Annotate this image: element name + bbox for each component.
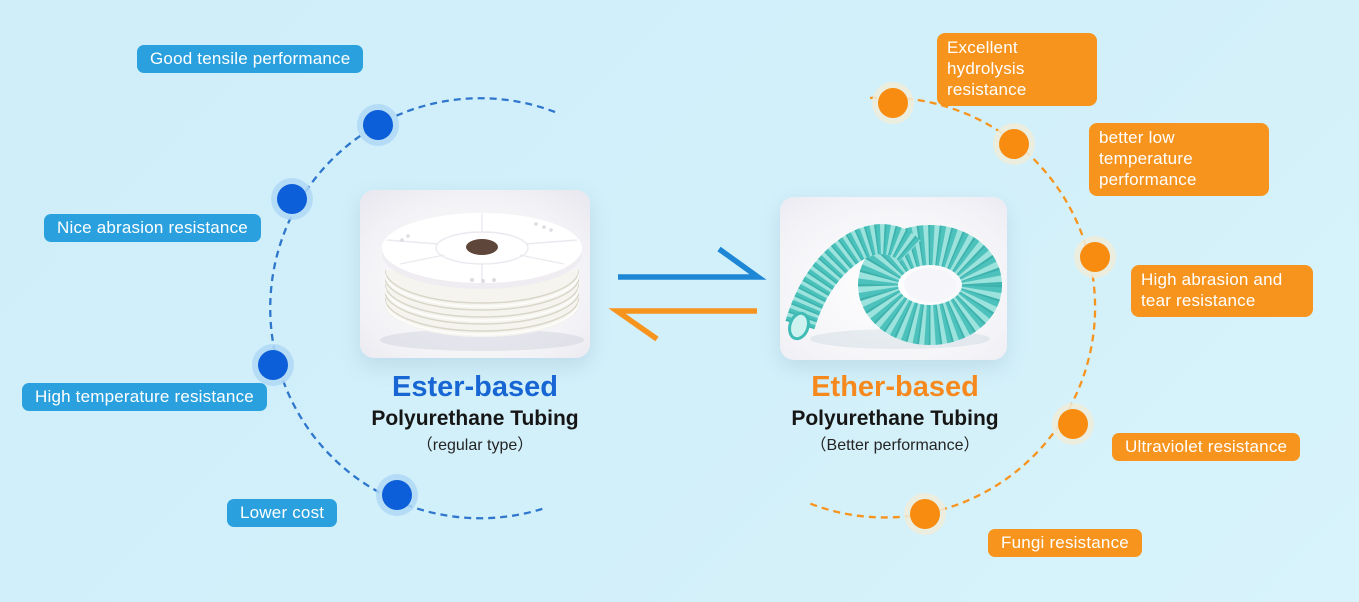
ether-title-block: Ether-based Polyurethane Tubing （Better … bbox=[775, 372, 1015, 456]
feature-label-high-temperature-resistance: High temperature resistance bbox=[22, 383, 267, 411]
dot-icon bbox=[1080, 242, 1110, 272]
dot-icon bbox=[258, 350, 288, 380]
ether-subtitle: Polyurethane Tubing bbox=[791, 407, 999, 430]
dot-icon bbox=[1058, 409, 1088, 439]
ester-product-image bbox=[360, 190, 590, 358]
ester-title-block: Ester-based Polyurethane Tubing （regular… bbox=[355, 372, 595, 456]
ester-note: （regular type） bbox=[416, 437, 534, 454]
ether-dot-5 bbox=[904, 493, 946, 535]
ether-product-image bbox=[780, 197, 1007, 360]
dot-icon bbox=[999, 129, 1029, 159]
feature-label-low-temperature-performance: better low temperature performance bbox=[1089, 123, 1269, 196]
coil-illustration bbox=[780, 197, 1007, 360]
ester-feature-circle bbox=[269, 97, 556, 520]
feature-label-lower-cost: Lower cost bbox=[227, 499, 338, 527]
ether-dot-2 bbox=[993, 123, 1035, 165]
ester-title: Ester-based bbox=[391, 371, 558, 403]
ester-subtitle: Polyurethane Tubing bbox=[371, 407, 579, 430]
ether-dot-1 bbox=[872, 82, 914, 124]
feature-label-abrasion-tear-resistance: High abrasion and tear resistance bbox=[1131, 265, 1313, 317]
ether-dot-4 bbox=[1052, 403, 1094, 445]
ester-dot-1 bbox=[357, 104, 399, 146]
dot-icon bbox=[382, 480, 412, 510]
ether-title: Ether-based bbox=[811, 371, 979, 403]
feature-label-ultraviolet-resistance: Ultraviolet resistance bbox=[1112, 433, 1301, 461]
feature-label-hydrolysis-resistance: Excellent hydrolysis resistance bbox=[937, 33, 1097, 106]
ether-dot-3 bbox=[1074, 236, 1116, 278]
dot-icon bbox=[878, 88, 908, 118]
ester-dot-3 bbox=[252, 344, 294, 386]
arrow-left-icon bbox=[608, 308, 757, 342]
spool-illustration bbox=[360, 190, 590, 358]
ester-dot-2 bbox=[271, 178, 313, 220]
feature-label-good-tensile-performance: Good tensile performance bbox=[137, 45, 364, 73]
dot-icon bbox=[277, 184, 307, 214]
dot-icon bbox=[910, 499, 940, 529]
feature-label-nice-abrasion-resistance: Nice abrasion resistance bbox=[44, 214, 261, 242]
feature-label-fungi-resistance: Fungi resistance bbox=[988, 529, 1142, 557]
dot-icon bbox=[363, 110, 393, 140]
arrow-right-icon bbox=[618, 246, 767, 280]
ester-dot-4 bbox=[376, 474, 418, 516]
ether-note: （Better performance） bbox=[810, 437, 980, 454]
